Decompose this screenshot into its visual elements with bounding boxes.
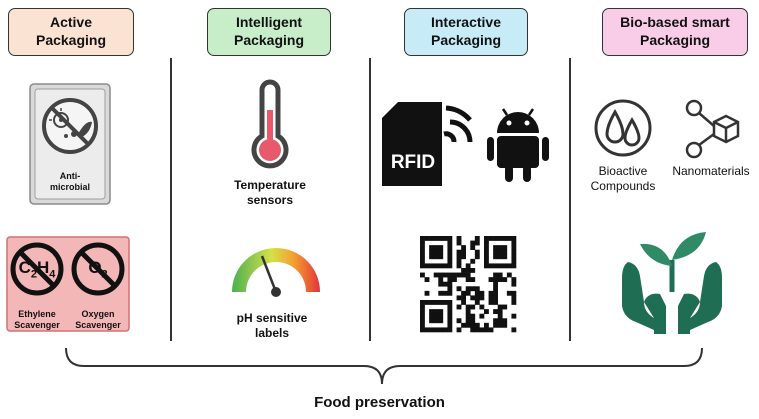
header-interactive-packaging: Interactive Packaging	[404, 8, 528, 56]
android-icon	[487, 108, 549, 182]
header-biobased-smart-packaging: Bio-based smart Packaging	[602, 8, 748, 56]
ph-sensitive-labels-label: pH sensitive labels	[236, 311, 308, 340]
nanomaterials-label: Nanomaterials	[672, 164, 750, 178]
header-intelligent-packaging: Intelligent Packaging	[207, 8, 331, 56]
antimicrobial-label: Anti- microbial	[49, 171, 90, 192]
rfid-card-icon	[382, 102, 473, 186]
bottom-brace	[65, 347, 703, 385]
qr-code-icon	[420, 236, 517, 333]
footer-food-preservation: Food preservation	[314, 394, 445, 411]
nanomaterials-icon	[685, 99, 740, 159]
antimicrobial-pouch-icon	[29, 83, 111, 205]
column-divider	[569, 58, 571, 341]
oxygen-formula: O2	[88, 258, 108, 281]
oxygen-scavenger-label: Oxygen Scavenger	[75, 309, 121, 330]
ethylene-scavenger-label: Ethylene Scavenger	[14, 309, 60, 330]
bioactive-compounds-label: Bioactive Compounds	[590, 164, 656, 193]
rfid-label: RFID	[390, 152, 436, 173]
ethylene-formula: C2H4	[18, 258, 56, 281]
bioactive-drops-icon	[594, 99, 652, 157]
temperature-sensors-label: Temperature sensors	[234, 178, 306, 207]
header-active-packaging: Active Packaging	[8, 8, 134, 56]
thermometer-icon	[251, 79, 289, 169]
column-divider	[170, 58, 172, 341]
scavenger-card-icon	[6, 236, 130, 332]
hands-sprout-icon	[622, 232, 722, 334]
column-divider	[369, 58, 371, 341]
ph-gauge-icon	[232, 248, 320, 297]
